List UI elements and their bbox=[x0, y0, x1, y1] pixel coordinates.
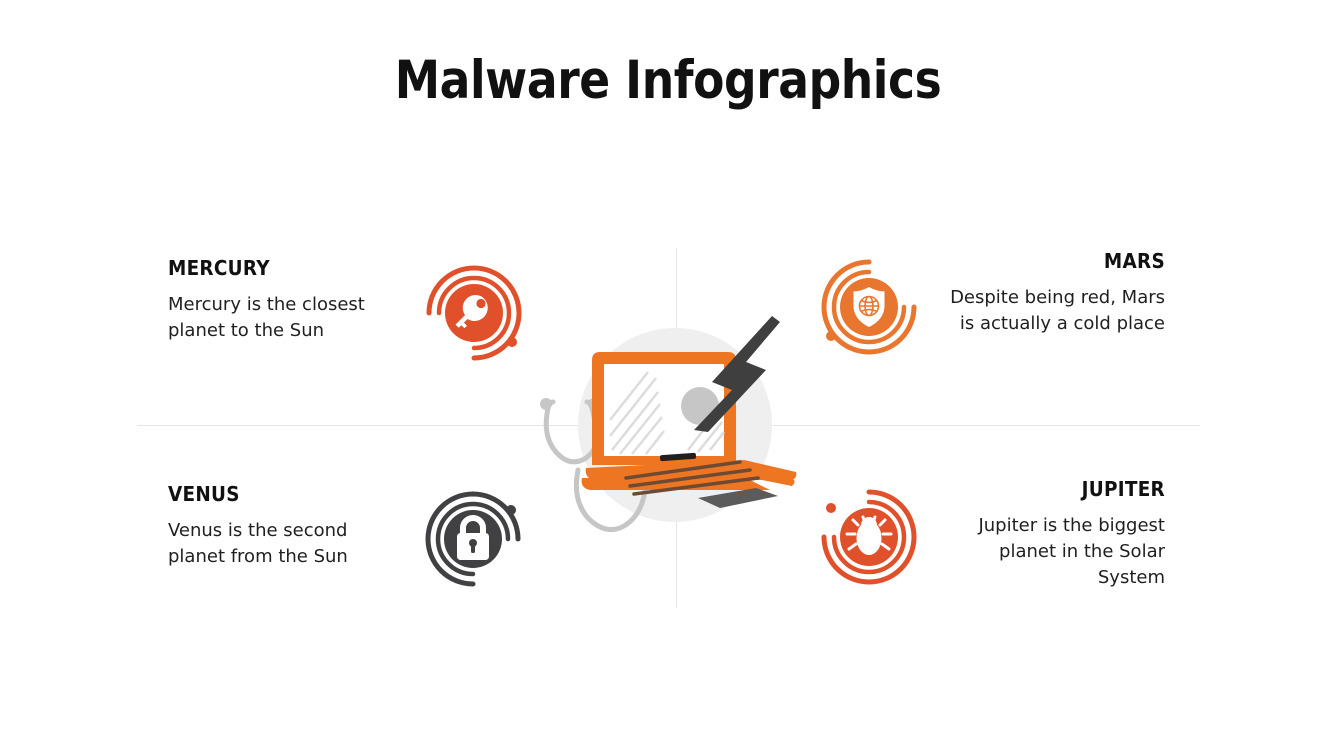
info-block-mercury: MERCURY Mercury is the closest planet to… bbox=[168, 256, 398, 344]
key-icon-badge[interactable] bbox=[419, 258, 529, 368]
stethoscope-ear-tip-left bbox=[540, 398, 552, 410]
info-block-venus: VENUS Venus is the second planet from th… bbox=[168, 482, 398, 570]
shield-globe-icon-badge[interactable] bbox=[814, 252, 924, 362]
bug-icon bbox=[821, 489, 917, 585]
screen-hatching bbox=[609, 371, 725, 455]
info-block-mars: MARS Despite being red, Mars is actually… bbox=[935, 249, 1165, 337]
orange-laptop bbox=[581, 352, 797, 508]
keyboard-lines bbox=[624, 460, 760, 496]
bug-icon-badge[interactable] bbox=[814, 482, 924, 592]
info-block-jupiter: JUPITER Jupiter is the biggest planet in… bbox=[935, 477, 1165, 591]
page-title: Malware Infographics bbox=[394, 50, 942, 111]
padlock-icon-badge[interactable] bbox=[418, 484, 528, 594]
block-body-venus: Venus is the second planet from the Sun bbox=[168, 520, 348, 568]
shield-globe-icon bbox=[821, 259, 917, 355]
central-illustration bbox=[520, 300, 830, 550]
block-heading-mercury: MERCURY bbox=[168, 256, 270, 280]
laptop-hinge-notch bbox=[659, 452, 697, 462]
block-body-jupiter: Jupiter is the biggest planet in the Sol… bbox=[978, 515, 1165, 589]
block-body-mars: Despite being red, Mars is actually a co… bbox=[950, 287, 1165, 335]
padlock-icon bbox=[425, 491, 521, 587]
block-heading-venus: VENUS bbox=[168, 482, 240, 506]
block-heading-mars: MARS bbox=[1103, 249, 1165, 273]
lightning-bolt-icon bbox=[694, 316, 780, 432]
key-icon bbox=[426, 265, 522, 361]
block-heading-jupiter: JUPITER bbox=[1081, 477, 1165, 501]
laptop-trackpad bbox=[698, 488, 778, 508]
block-body-mercury: Mercury is the closest planet to the Sun bbox=[168, 294, 365, 342]
